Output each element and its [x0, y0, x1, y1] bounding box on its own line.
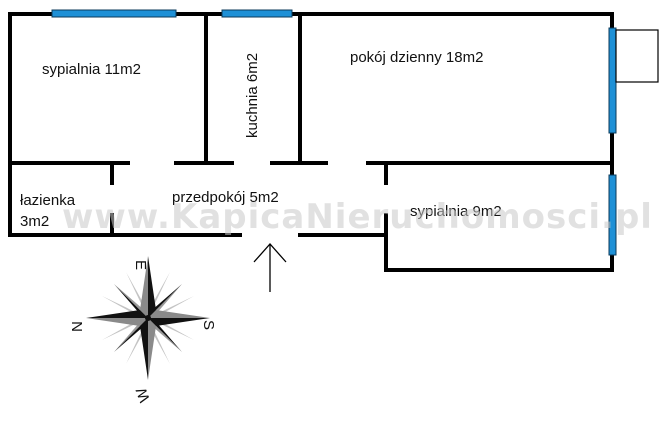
- compass-rose: N E S W: [66, 256, 217, 406]
- room-label-living-room: pokój dzienny 18m2: [350, 49, 483, 66]
- compass-center: [145, 315, 151, 321]
- compass-south-label: S: [200, 320, 217, 330]
- window-living-room: [608, 27, 617, 134]
- room-label-bedroom-2: sypialnia 9m2: [410, 203, 502, 220]
- entrance-arrow: [253, 243, 287, 292]
- windows: [51, 9, 617, 256]
- room-label-kitchen: kuchnia 6m2: [244, 53, 261, 138]
- compass-cardinal-points: [86, 256, 210, 380]
- compass-east-label: E: [132, 260, 149, 270]
- watermark: www.KapicaNieruchomosci.pl: [62, 197, 653, 237]
- room-label-bathroom-line1: łazienka: [20, 192, 76, 209]
- compass-minor-points: [114, 284, 182, 352]
- room-label-bathroom-line2: 3m2: [20, 213, 49, 230]
- balcony: [615, 29, 659, 83]
- room-label-hallway: przedpokój 5m2: [172, 189, 279, 206]
- window-bedroom-1: [51, 9, 177, 18]
- compass-north-label: N: [69, 321, 86, 332]
- window-kitchen: [221, 9, 293, 18]
- compass-west-label: W: [133, 385, 154, 405]
- room-label-bedroom-1: sypialnia 11m2: [42, 61, 141, 78]
- window-bedroom-2: [608, 174, 617, 256]
